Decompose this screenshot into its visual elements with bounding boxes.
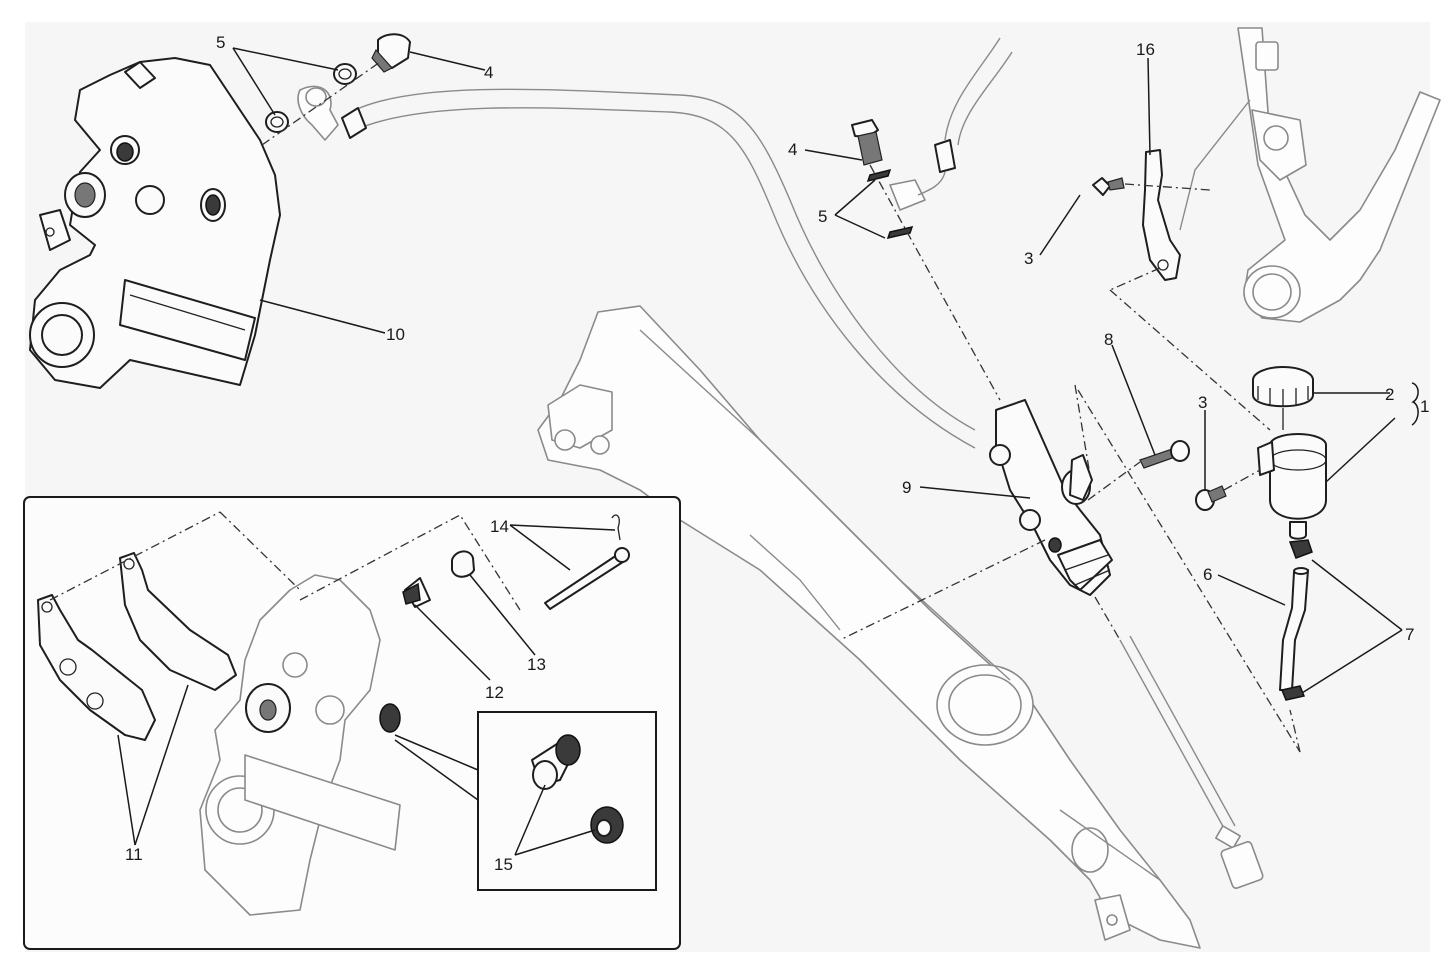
callout-2: 2: [1385, 385, 1394, 404]
callout-11: 11: [125, 845, 143, 864]
banjo-bolt: [377, 33, 411, 69]
brake-pad: [119, 552, 237, 691]
alignment-lines: [839, 384, 1301, 753]
callout-4-master: 4: [788, 140, 797, 159]
callout-10: 10: [386, 325, 405, 344]
rear-brake-caliper: [29, 57, 281, 389]
callout-15: 15: [494, 855, 513, 874]
swingarm: [537, 305, 1201, 949]
callout-3-bracket: 3: [1024, 249, 1033, 268]
callout-5-master: 5: [818, 207, 827, 226]
callout-14: 14: [490, 517, 509, 536]
leader-lines: [117, 47, 1419, 856]
callout-9: 9: [902, 478, 911, 497]
rear-master-cylinder: [989, 399, 1113, 596]
caliper-detail-inset: [23, 496, 681, 950]
callout-16: 16: [1136, 40, 1155, 59]
callout-4-caliper: 4: [484, 63, 493, 82]
brake-hose: [354, 37, 1264, 889]
callout-13: 13: [527, 655, 546, 674]
hose-clamp: [1280, 685, 1306, 701]
caliper-banjo-fittings: [261, 33, 411, 146]
reservoir-hose: [1279, 567, 1309, 701]
sealing-washer: [265, 111, 289, 133]
master-cylinder-bolt: [1087, 440, 1190, 501]
bleed-valve-cap: [451, 550, 475, 578]
reservoir-screw: [1195, 469, 1261, 511]
callout-labels: 5 4 10 4 5 16 3 8 9 3 2 1 6 7 11 12 13 1…: [125, 33, 1429, 874]
callout-6: 6: [1203, 565, 1212, 584]
brake-pad: [37, 594, 156, 741]
callout-12: 12: [485, 683, 504, 702]
callout-3-reservoir: 3: [1198, 393, 1207, 412]
callout-1: 1: [1420, 397, 1429, 416]
frame-hanger: [1179, 27, 1441, 323]
callout-5-caliper: 5: [216, 33, 225, 52]
reservoir-bracket: [1092, 149, 1271, 431]
master-cylinder-banjo: [851, 119, 1001, 401]
callout-7: 7: [1405, 625, 1414, 644]
sealing-washer: [333, 63, 357, 85]
callout-8: 8: [1104, 330, 1113, 349]
brake-fluid-reservoir: [1252, 366, 1327, 559]
